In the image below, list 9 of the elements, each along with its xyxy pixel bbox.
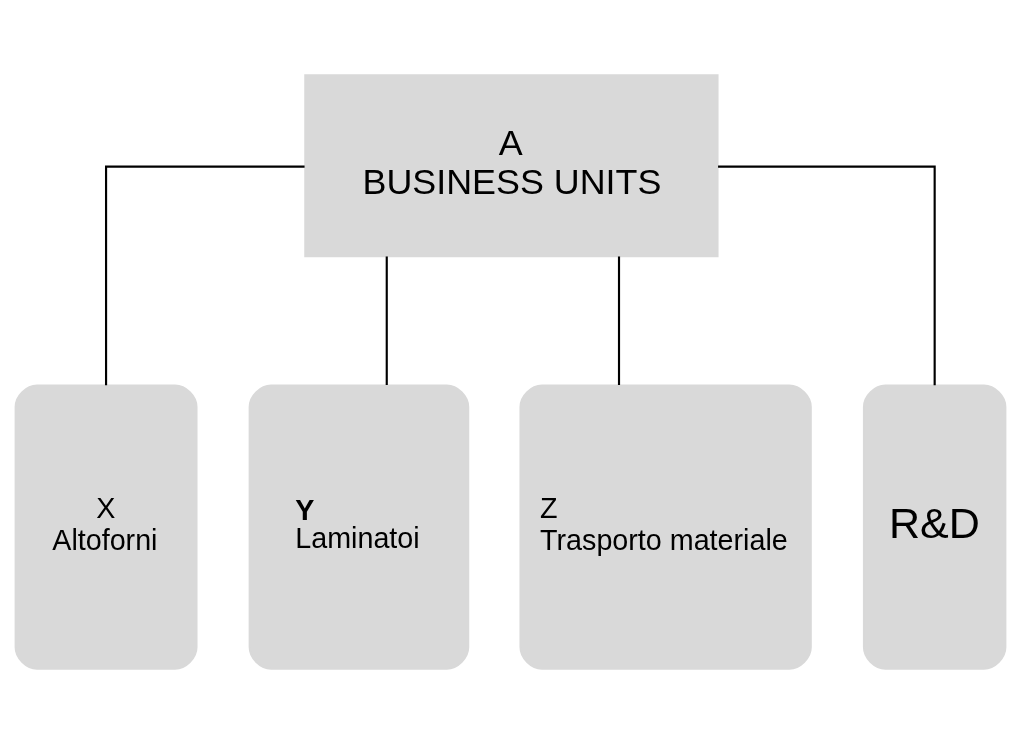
node-box: Z Trasporto materiale (519, 384, 812, 670)
node-box: Y Laminatoi (248, 384, 470, 670)
connector (718, 165, 936, 385)
node-box: R&D (862, 384, 1007, 670)
connector (617, 256, 621, 385)
connector (105, 165, 305, 385)
node-box: A BUSINESS UNITS (304, 73, 719, 257)
connector (385, 256, 388, 385)
node-box: X Altoforni (14, 384, 198, 670)
